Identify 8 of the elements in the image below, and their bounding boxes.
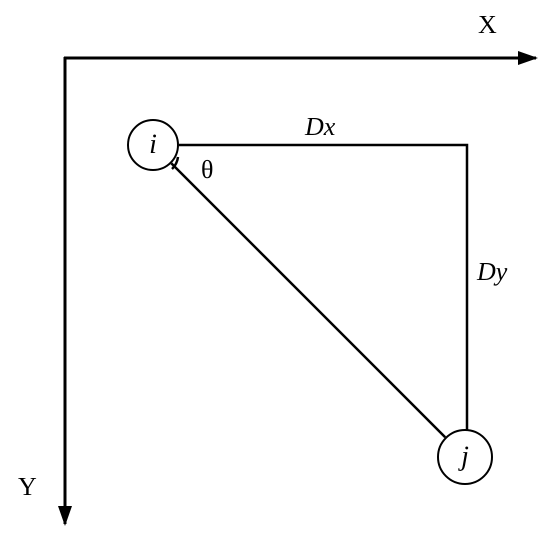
dimension-label: Dy [477, 257, 508, 287]
node-label: i [149, 129, 157, 161]
dimension-label: Dx [305, 112, 336, 142]
connector-line [170, 162, 446, 438]
axis-label: Y [18, 472, 37, 502]
axis-label: X [478, 10, 497, 40]
angle-label: θ [201, 155, 214, 185]
node-circle [127, 119, 179, 171]
